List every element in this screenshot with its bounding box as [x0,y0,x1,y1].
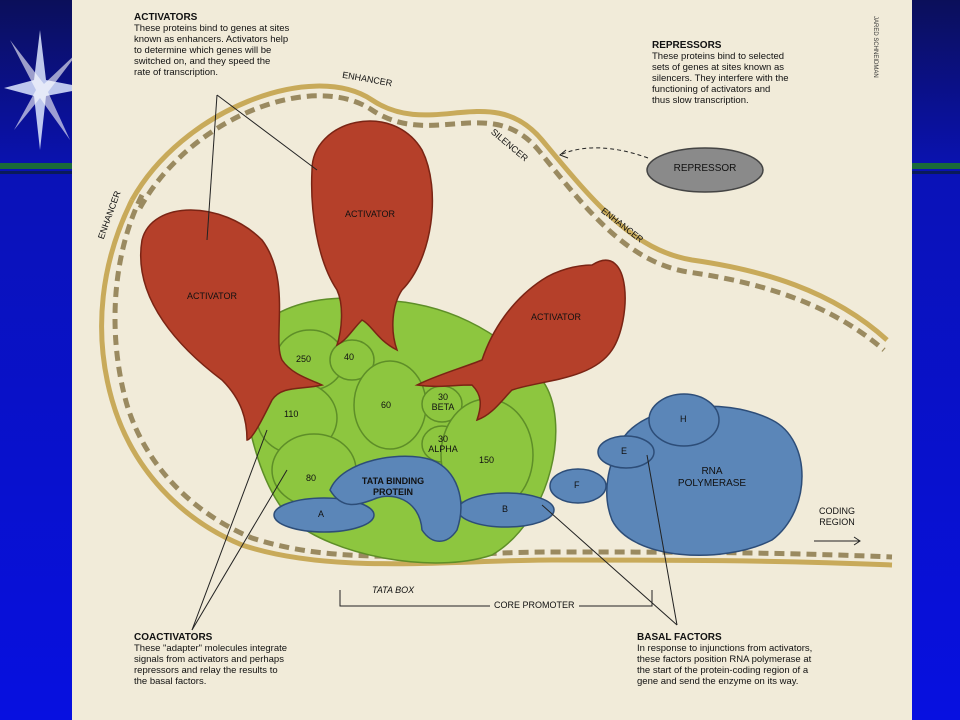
basal-factors-line: the start of the protein-coding region o… [637,665,809,676]
repressors-heading: REPRESSORS [652,40,722,51]
activators-line: switched on, and they speed the [134,56,271,67]
repressors-line: functioning of activators and [652,84,771,95]
repressors-line: sets of genes at sites known as [652,62,785,73]
subunit-110: 110 [284,409,299,419]
factor-a: A [318,509,325,519]
artist-credit: JARED SCHNEIDMAN [872,16,878,78]
basal-factors-line: gene and send the enzyme on its way. [637,676,799,687]
coding-region-label: CODING REGION [812,506,862,528]
activators-line: known as enhancers. Activators help [134,34,289,45]
coactivators-line: the basal factors. [134,676,207,687]
tbp-line1: TATA BINDING [361,476,425,486]
beta-number: 30 [437,392,448,402]
alpha-name: ALPHA [428,444,458,454]
basal-factors-line: In response to injunctions from activato… [637,643,813,654]
activator-label-left: ACTIVATOR [186,291,237,301]
subunit-250: 250 [296,354,312,364]
coactivators-line: signals from activators and perhaps [134,654,284,665]
basal-factors-heading: BASAL FACTORS [637,632,722,643]
activator-label-right: ACTIVATOR [530,312,581,322]
coactivators-line: repressors and relay the results to [134,665,278,676]
tata-binding-protein-label: TATA BINDING PROTEIN [348,476,438,498]
repressor-label: REPRESSOR [673,163,737,174]
rna-line1: RNA [701,466,723,477]
star-decoration-icon [4,30,88,150]
subunit-30-beta: 30 BETA [428,392,458,412]
factor-h: H [680,414,687,424]
coactivators-heading: COACTIVATORS [134,632,213,643]
basal-factors-line: these factors position RNA polymerase at [637,654,812,665]
coactivators-caption: COACTIVATORS These "adapter" molecules i… [134,632,354,687]
transcription-diagram [99,83,893,631]
subunit-60: 60 [381,400,392,410]
subunit-80: 80 [306,473,317,483]
activators-caption: ACTIVATORS These proteins bind to genes … [134,12,354,78]
alpha-number: 30 [437,434,448,444]
factor-f: F [574,480,580,490]
subunit-30-alpha: 30 ALPHA [426,434,460,454]
factor-e: E [621,446,628,456]
subunit-40: 40 [344,352,355,362]
activator-label-center: ACTIVATOR [344,209,395,219]
activators-line: to determine which genes will be [134,45,272,56]
subunit-150: 150 [479,455,495,465]
coactivators-line: These "adapter" molecules integrate [134,643,288,654]
activators-line: rate of transcription. [134,67,218,78]
rna-polymerase-label: RNA POLYMERASE [677,466,747,490]
core-promoter-label: CORE PROMOTER [490,600,579,610]
repressors-line: These proteins bind to selected [652,51,785,62]
factor-b: B [502,504,509,514]
diagram-page: JARED SCHNEIDMAN ACTIVATORS These protei… [72,0,912,720]
activators-heading: ACTIVATORS [134,12,198,23]
basal-factors-caption: BASAL FACTORS In response to injunctions… [637,632,877,687]
rna-line2: POLYMERASE [677,478,747,489]
activators-line: These proteins bind to genes at sites [134,23,290,34]
repressors-line: silencers. They interfere with the [652,73,789,84]
tata-box-label: TATA BOX [372,585,415,595]
beta-name: BETA [431,402,455,412]
tbp-line2: PROTEIN [372,487,413,497]
coding-line1: CODING [819,506,855,516]
repressors-caption: REPRESSORS These proteins bind to select… [652,40,832,106]
repressors-line: thus slow transcription. [652,95,749,106]
coding-line2: REGION [819,517,855,527]
